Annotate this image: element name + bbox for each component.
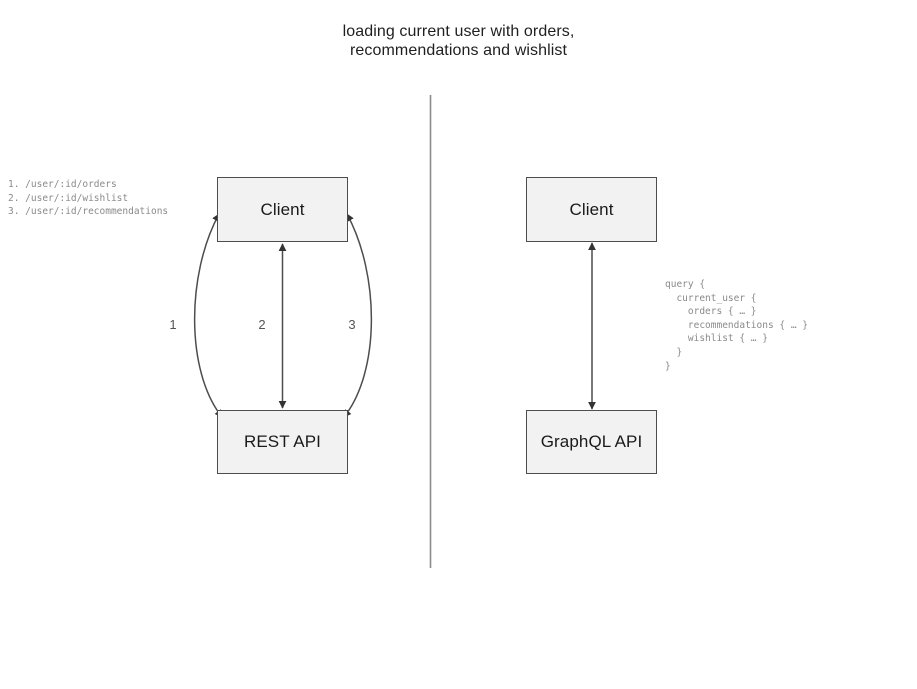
rest-edge-3-curve: [343, 213, 373, 418]
rest-edge-label-1: 1: [169, 317, 177, 332]
rest-edge-label-3: 3: [348, 317, 356, 332]
graphql-query-block: query { current_user { orders { … } reco…: [665, 279, 808, 372]
rest-endpoint-list: 1. /user/:id/orders 2. /user/:id/wishlis…: [8, 179, 169, 218]
graphql-api-node: GraphQL API: [526, 410, 657, 474]
diagram-title: loading current user with orders, recomm…: [0, 22, 917, 60]
graphql-client-node: Client: [526, 177, 657, 242]
diagram-title-line-2: recommendations and wishlist: [349, 42, 568, 59]
rest-client-node: Client: [217, 177, 348, 242]
diagram-title-line-1: loading current user with orders,: [342, 23, 575, 40]
rest-api-node: REST API: [217, 410, 348, 474]
rest-edge-1-curve: [193, 213, 223, 418]
rest-edge-label-2: 2: [258, 317, 266, 332]
